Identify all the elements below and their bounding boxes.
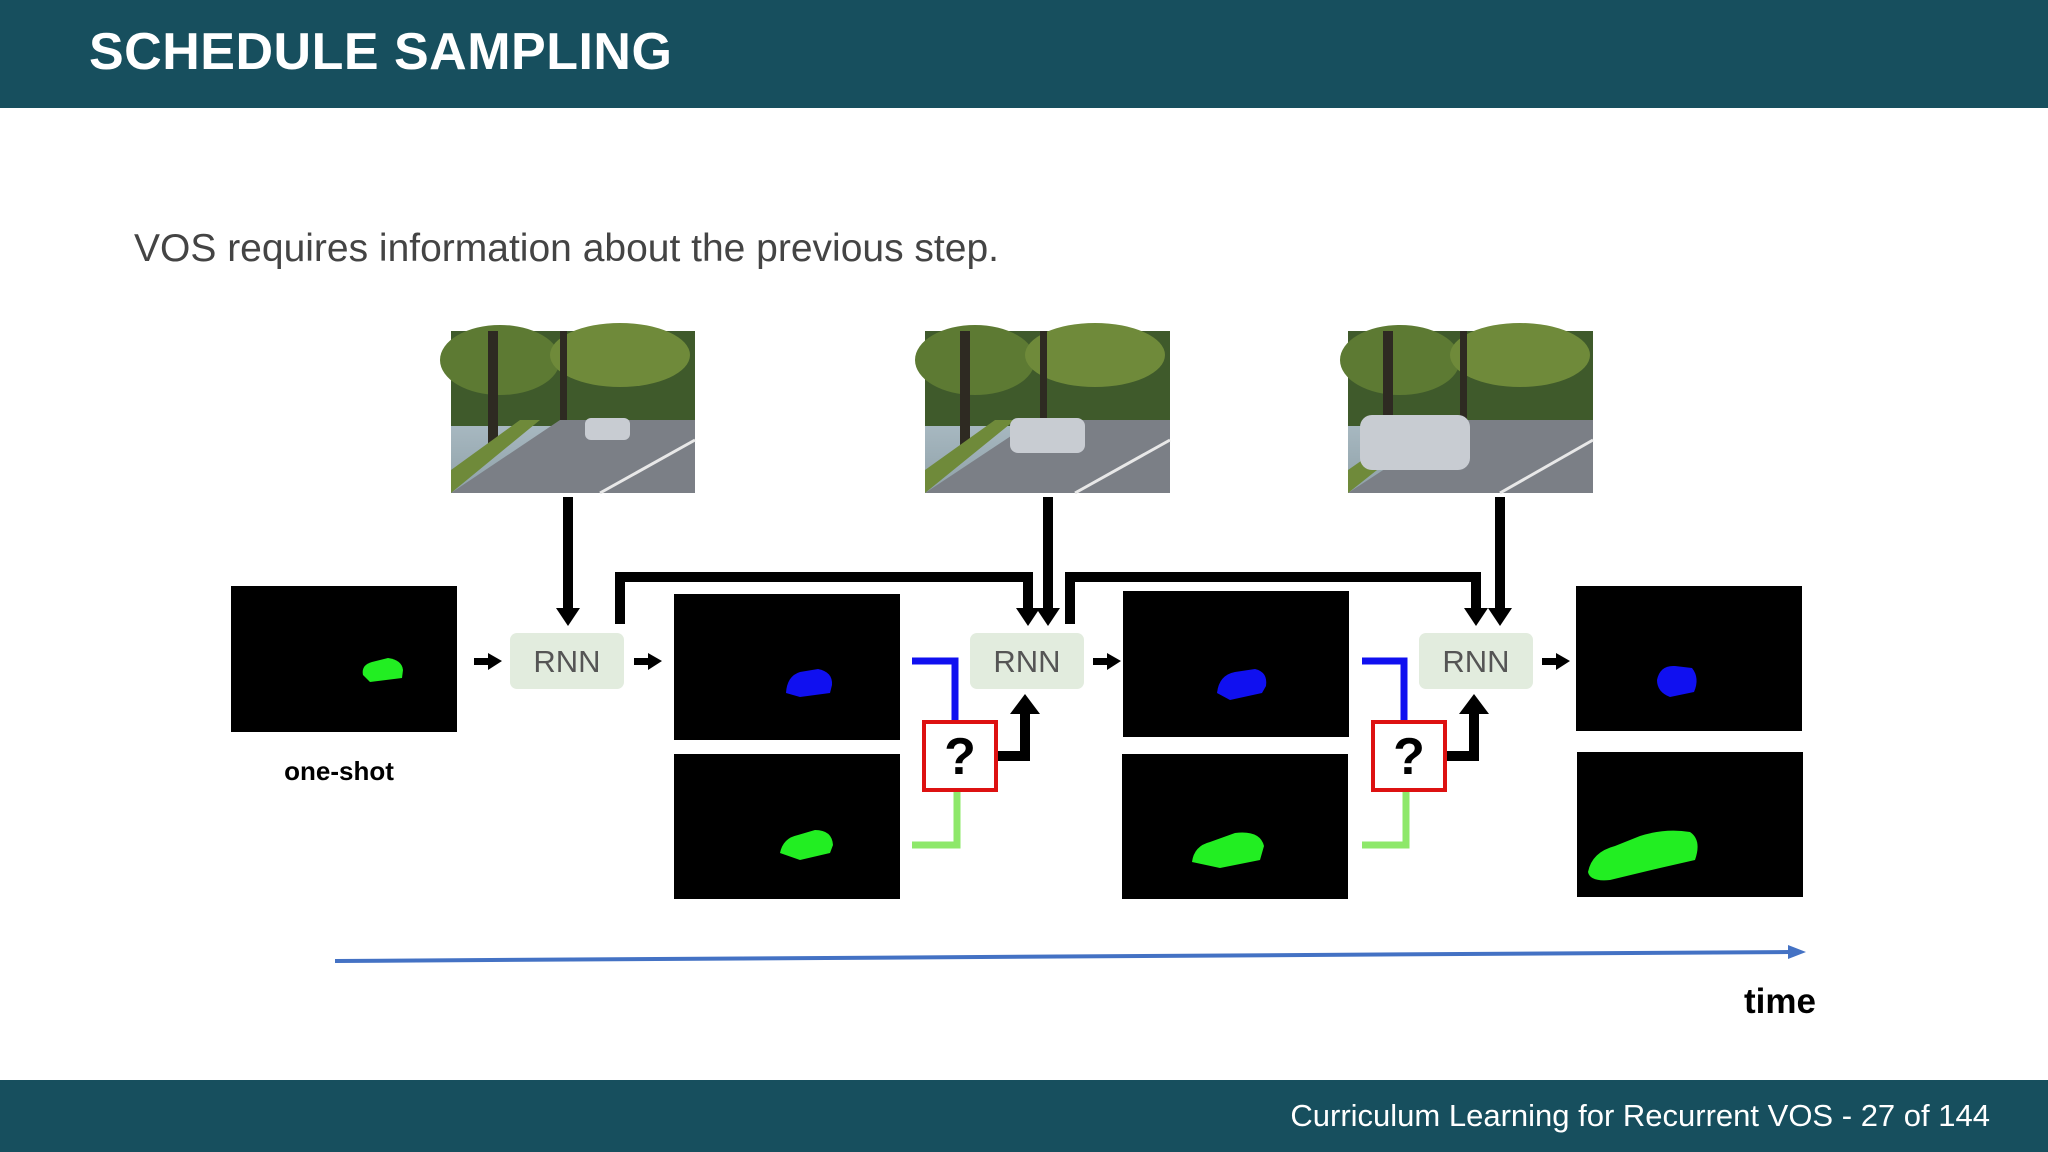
one-shot-mask xyxy=(231,586,457,732)
time-arrow xyxy=(334,945,1806,963)
frame-input-arrows xyxy=(556,497,1512,626)
question-mark: ? xyxy=(944,728,976,786)
page-title: SCHEDULE SAMPLING xyxy=(89,23,673,81)
footer-text: Curriculum Learning for Recurrent VOS - … xyxy=(1290,1098,1990,1134)
video-frame-1 xyxy=(440,323,696,495)
sampling-output-arrow xyxy=(1010,694,1040,714)
slide-subtitle: VOS requires information about the previ… xyxy=(134,227,999,270)
footer-separator: - xyxy=(1841,1098,1853,1133)
rnn-box-1: RNN xyxy=(510,633,624,689)
ground-truth-mask-step-2 xyxy=(1122,754,1348,899)
sampling-choice-box-1: ? xyxy=(922,720,998,792)
video-frame-3 xyxy=(1340,323,1594,495)
time-label: time xyxy=(1744,982,1816,1021)
predicted-mask-step-2 xyxy=(1123,591,1349,737)
ground-truth-mask-shape xyxy=(362,658,403,682)
sampling-connector-1 xyxy=(912,657,1030,849)
flow-arrows xyxy=(474,653,1570,670)
rnn-label: RNN xyxy=(993,644,1060,679)
predicted-mask-step-1 xyxy=(674,594,900,740)
rnn-box-2: RNN xyxy=(970,633,1084,689)
rnn-box-3: RNN xyxy=(1419,633,1533,689)
ground-truth-mask-step-1 xyxy=(674,754,900,899)
page-total: of 144 xyxy=(1903,1098,1990,1133)
footer-bar: Curriculum Learning for Recurrent VOS - … xyxy=(0,1080,2048,1152)
sampling-output-arrow xyxy=(1459,694,1489,714)
sampling-connector-2 xyxy=(1362,657,1479,849)
sampling-choice-box-2: ? xyxy=(1371,720,1447,792)
predicted-mask-step-3 xyxy=(1576,586,1802,731)
rnn-label: RNN xyxy=(1442,644,1509,679)
ground-truth-mask-step-3 xyxy=(1577,752,1803,897)
video-frame-2 xyxy=(915,323,1171,495)
one-shot-label: one-shot xyxy=(284,756,394,786)
question-mark: ? xyxy=(1393,728,1425,786)
header-bar: SCHEDULE SAMPLING xyxy=(0,0,2048,108)
recurrent-connections xyxy=(615,572,1488,626)
rnn-label: RNN xyxy=(533,644,600,679)
presentation-title: Curriculum Learning for Recurrent VOS xyxy=(1290,1098,1834,1133)
page-number: 27 xyxy=(1860,1098,1896,1133)
